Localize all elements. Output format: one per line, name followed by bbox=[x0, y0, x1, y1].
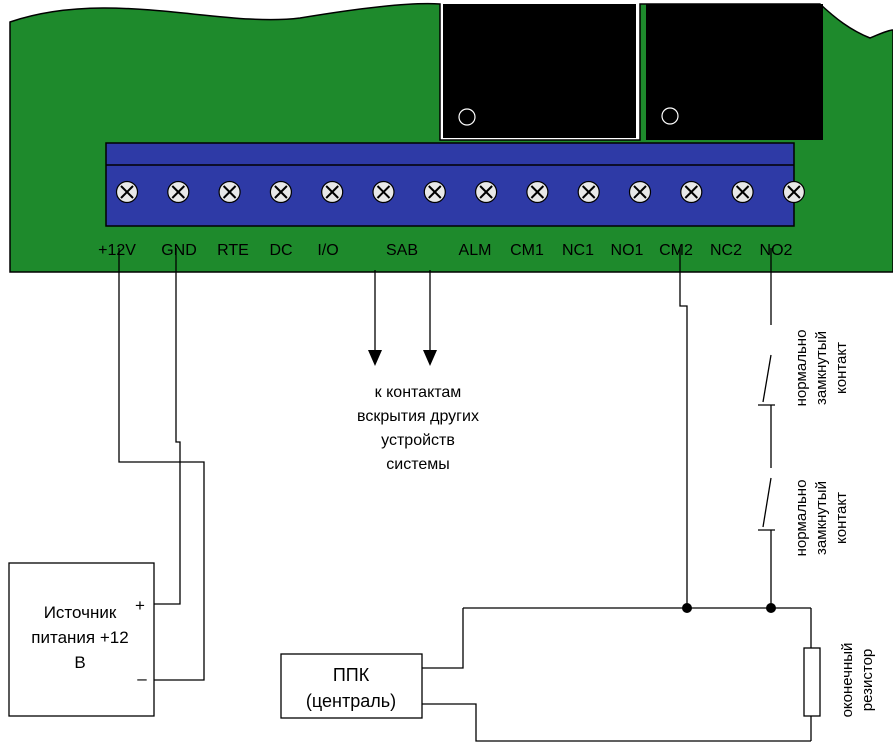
sab-arrow-2-icon bbox=[423, 350, 437, 366]
terminal-label: NC1 bbox=[562, 242, 594, 259]
terminal-label: I/O bbox=[317, 242, 338, 259]
power-supply-plus: + bbox=[135, 596, 145, 615]
contact-2-label-3: контакт bbox=[833, 492, 850, 544]
terminal-screws bbox=[115, 180, 806, 204]
contact-1-label-3: контакт bbox=[833, 342, 850, 394]
tamper-note-line-4: системы bbox=[386, 456, 449, 473]
terminal-label: DC bbox=[269, 242, 292, 259]
resistor-label-2: резистор bbox=[859, 649, 876, 712]
power-supply-box bbox=[8, 562, 155, 717]
terminal-screw-slot bbox=[274, 185, 288, 199]
terminal-screw-slot bbox=[479, 185, 493, 199]
terminal-label: NC2 bbox=[710, 242, 742, 259]
power-supply-minus: – bbox=[137, 669, 147, 688]
resistor bbox=[803, 647, 821, 717]
contact-1-label: нормально замкнутый контакт bbox=[793, 330, 850, 407]
terminal-screw-slot bbox=[376, 185, 391, 199]
wire-12v bbox=[118, 248, 205, 681]
terminal-block bbox=[105, 142, 795, 227]
resistor-label-1: оконечный bbox=[839, 643, 856, 718]
junction-no2-dot bbox=[766, 603, 776, 613]
wire-cm2 bbox=[679, 248, 688, 608]
relay-1-hole bbox=[458, 108, 476, 126]
relay-2-hole bbox=[661, 107, 679, 125]
panel-label-1: ППК bbox=[333, 665, 370, 685]
power-supply-label-1: Источник bbox=[44, 603, 117, 622]
wire-gnd bbox=[154, 248, 181, 605]
sab-arrow-1-icon bbox=[368, 350, 382, 366]
contact-2-label: нормально замкнутый контакт bbox=[793, 480, 850, 557]
terminal-screw-slot bbox=[171, 185, 186, 199]
power-supply-label-3: В bbox=[74, 653, 85, 672]
terminal-screw-slot bbox=[633, 185, 647, 199]
panel-box bbox=[280, 653, 423, 719]
loop-left-bottom bbox=[422, 703, 811, 742]
contact-2-switch bbox=[762, 477, 772, 528]
terminal-label: CM2 bbox=[659, 242, 693, 259]
tamper-note-line-2: вскрытия других bbox=[357, 408, 479, 425]
terminal-label: NO2 bbox=[760, 242, 793, 259]
loop-left-top bbox=[422, 608, 464, 669]
terminal-label: ALM bbox=[459, 242, 492, 259]
contact-2-label-1: нормально bbox=[793, 480, 810, 557]
terminal-labels: +12V GND RTE DC I/O SAB ALM CM1 NC1 NO1 CM2 NC2 NO2 bbox=[98, 242, 792, 259]
contact-1-label-2: замкнутый bbox=[813, 331, 830, 405]
terminal-label: NO1 bbox=[611, 242, 644, 259]
resistor-label: оконечный резистор bbox=[839, 643, 876, 718]
terminal-label: SAB bbox=[386, 242, 418, 259]
terminal-label: +12V bbox=[98, 242, 136, 259]
relay-2 bbox=[646, 4, 823, 140]
contact-1-label-1: нормально bbox=[793, 330, 810, 407]
contact-2-label-2: замкнутый bbox=[813, 481, 830, 555]
power-supply-label-2: питания +12 bbox=[31, 628, 128, 647]
terminal-screw-slot bbox=[325, 185, 339, 199]
tamper-note-line-1: к контактам bbox=[375, 384, 462, 401]
terminal-screw-slot bbox=[222, 185, 237, 199]
terminal-screw-slot bbox=[787, 185, 801, 199]
terminal-screw-slot bbox=[428, 185, 442, 199]
terminal-label: RTE bbox=[217, 242, 249, 259]
tamper-note-line-3: устройств bbox=[381, 432, 455, 449]
panel-label-2: (централь) bbox=[306, 691, 396, 711]
relay-1 bbox=[443, 4, 636, 138]
junction-cm2-dot bbox=[682, 603, 692, 613]
terminal-label: CM1 bbox=[510, 242, 544, 259]
terminal-label: GND bbox=[161, 242, 197, 259]
terminal-screw-slot bbox=[684, 185, 699, 199]
terminal-screw-slot bbox=[120, 185, 134, 199]
contact-1-switch bbox=[762, 354, 772, 403]
terminal-screw-slot bbox=[735, 185, 750, 199]
terminal-screw-slot bbox=[581, 185, 596, 199]
terminal-screw-slot bbox=[530, 185, 545, 199]
